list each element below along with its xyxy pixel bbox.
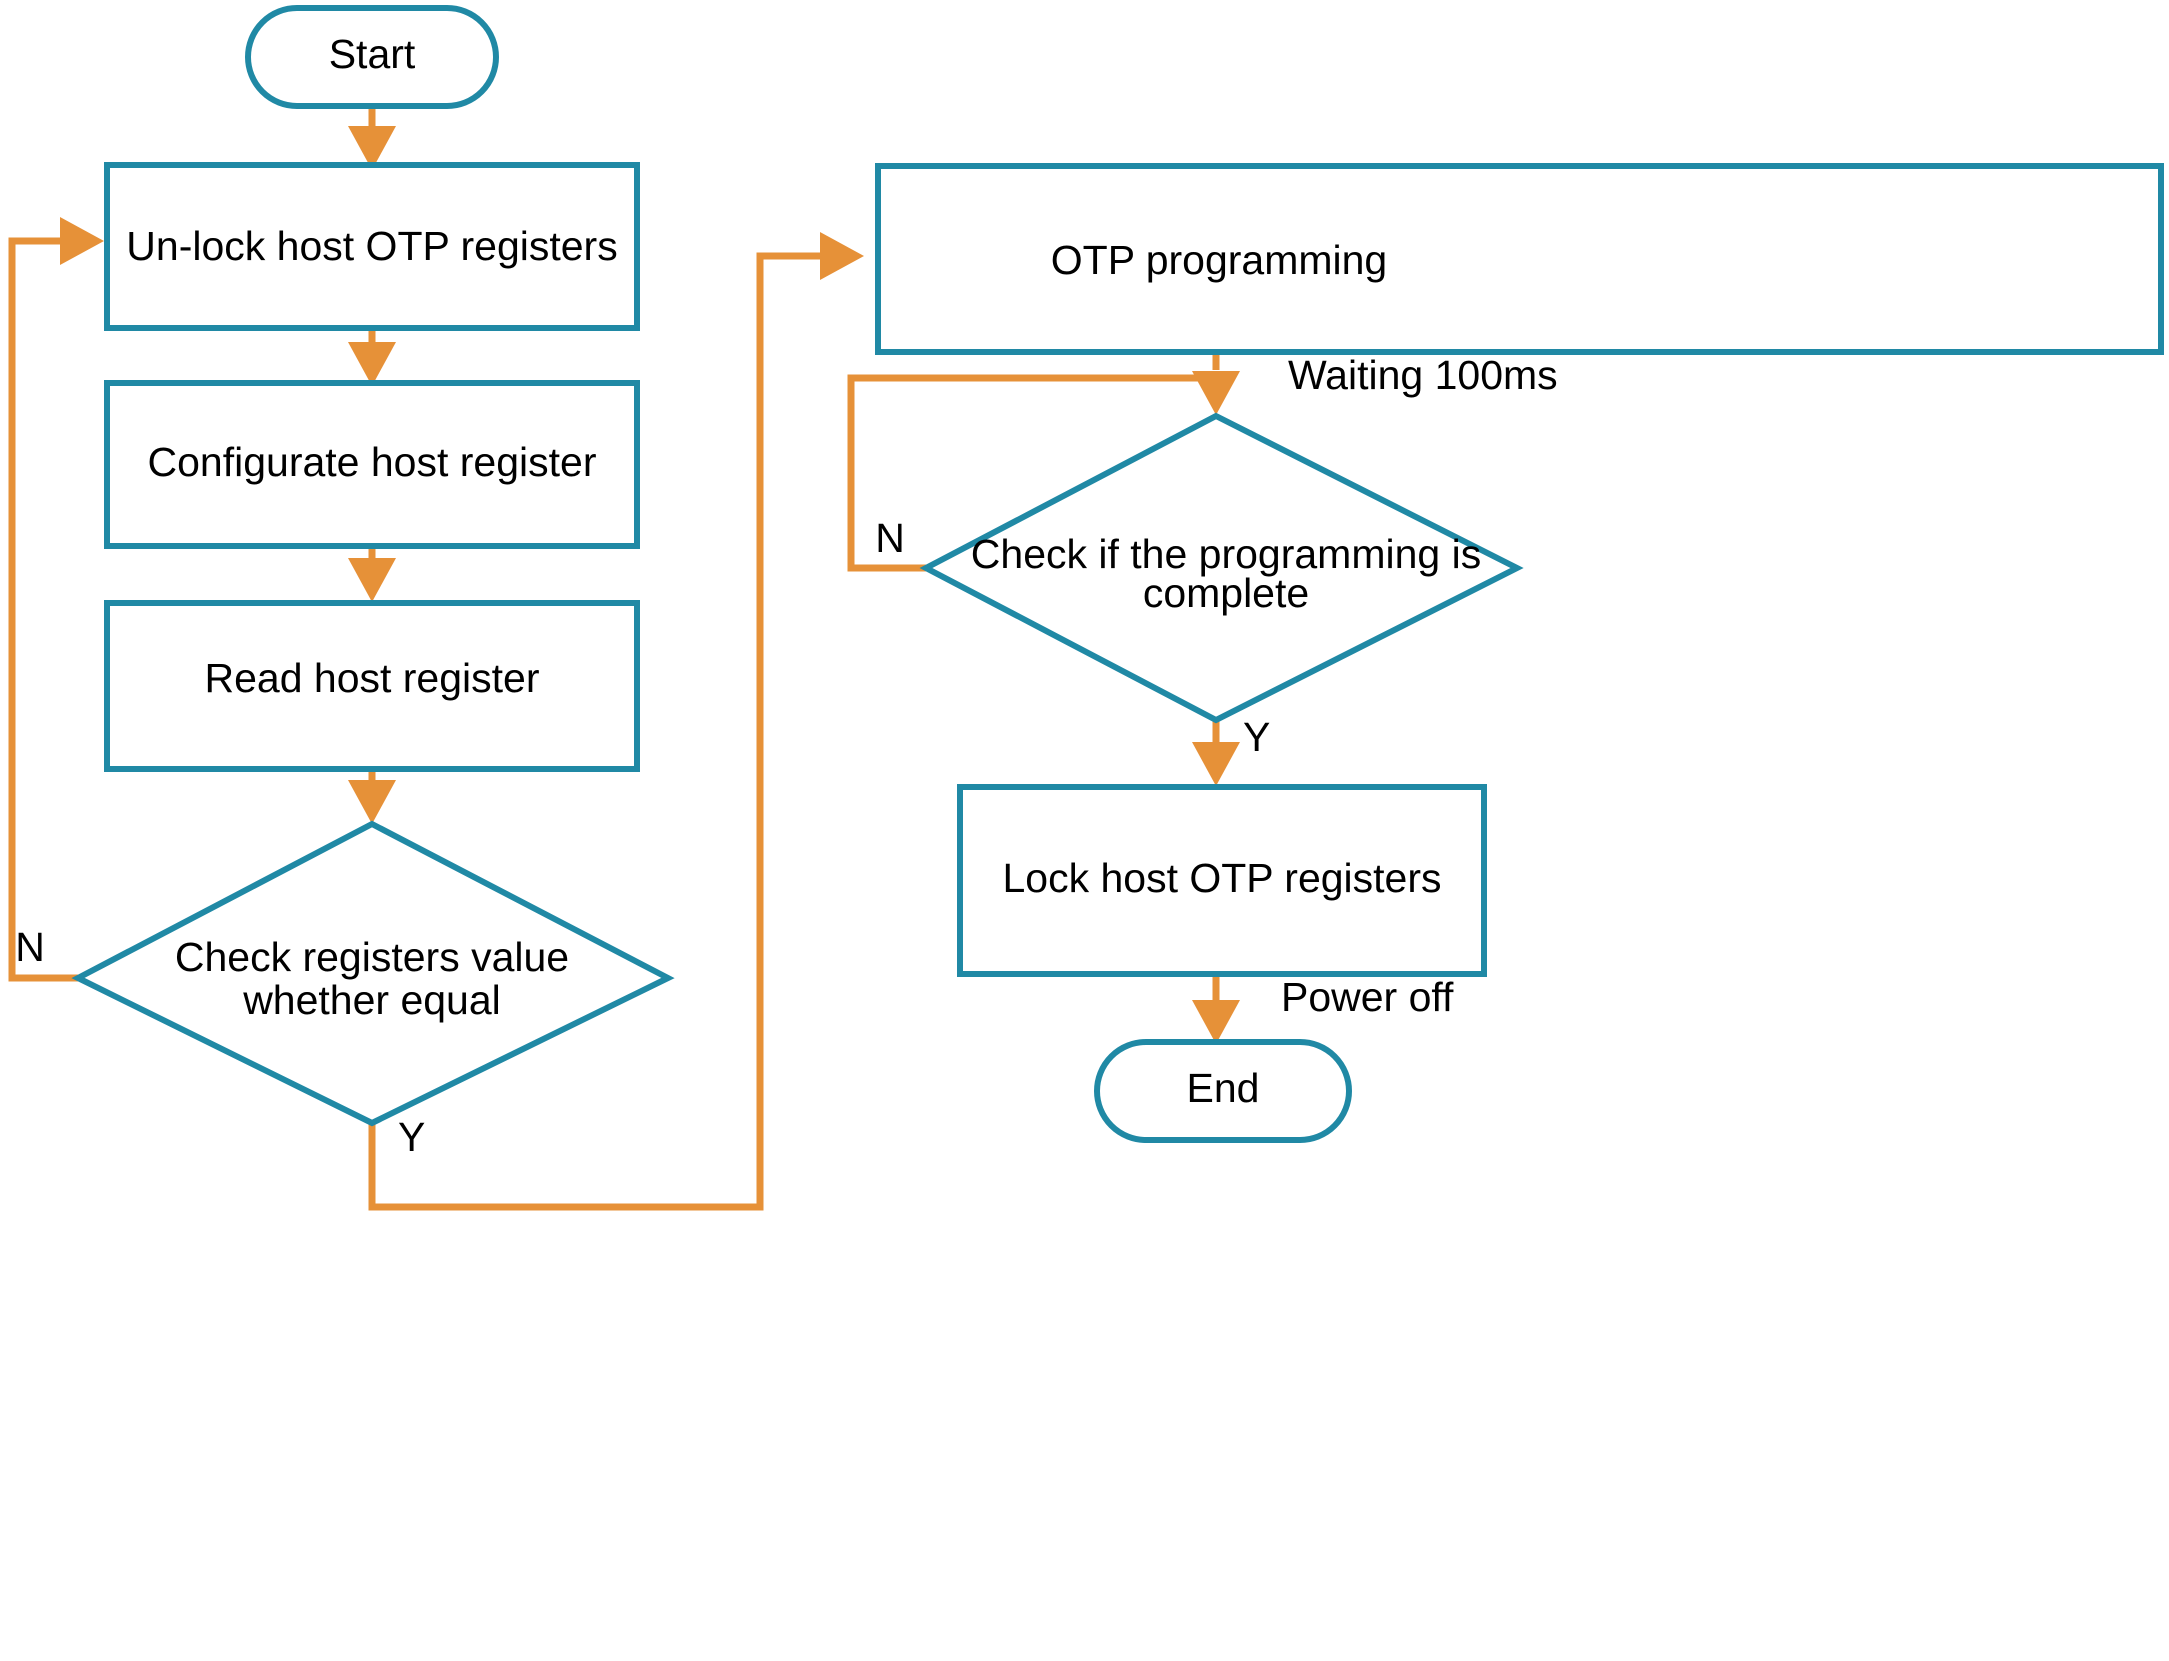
node-start[interactable]: Start xyxy=(245,5,499,109)
node-check-done-label-line2: complete xyxy=(1143,570,1309,616)
node-end-label: End xyxy=(1187,1065,1260,1111)
node-check-equal-label-line2: whether equal xyxy=(242,977,501,1023)
edge-label-waiting-100ms: Waiting 100ms xyxy=(1288,352,1558,398)
connector-otp-to-check-done xyxy=(1192,352,1240,415)
connector-start-to-unlock xyxy=(348,105,396,170)
node-check-equal-label-line1: Check registers value xyxy=(175,934,569,980)
node-read-host-register[interactable]: Read host register xyxy=(104,600,640,772)
node-unlock-label: Un-lock host OTP registers xyxy=(126,223,617,269)
node-otp-programming[interactable]: OTP programming xyxy=(875,163,2164,355)
connector-check-done-yes-to-lock xyxy=(1192,718,1240,786)
node-check-programming-complete[interactable]: Check if the programming is complete xyxy=(919,412,1524,724)
connector-configurate-to-read xyxy=(348,546,396,602)
node-lock-host-otp-registers[interactable]: Lock host OTP registers xyxy=(957,784,1487,977)
node-lock-label: Lock host OTP registers xyxy=(1002,855,1441,901)
node-unlock-host-otp-registers[interactable]: Un-lock host OTP registers xyxy=(104,162,640,331)
edge-label-power-off: Power off xyxy=(1281,974,1454,1020)
connector-read-to-check-equal xyxy=(348,768,396,824)
edge-label-check-equal-yes: Y xyxy=(398,1114,425,1160)
node-check-done-label-line1: Check if the programming is xyxy=(971,531,1481,577)
node-otp-programming-label: OTP programming xyxy=(1051,237,1387,283)
node-end[interactable]: End xyxy=(1094,1039,1352,1143)
connector-check-done-no-loop xyxy=(847,374,1216,572)
node-start-label: Start xyxy=(329,31,416,77)
edge-label-check-done-no: N xyxy=(875,515,905,561)
node-check-registers-value[interactable]: Check registers value whether equal xyxy=(71,820,675,1127)
connector-lock-to-end xyxy=(1192,974,1240,1044)
node-read-label: Read host register xyxy=(204,655,539,701)
connector-check-equal-no-loop xyxy=(8,217,104,982)
node-configurate-host-register[interactable]: Configurate host register xyxy=(104,380,640,549)
connector-unlock-to-configurate xyxy=(348,328,396,386)
edge-label-check-done-yes: Y xyxy=(1243,714,1270,760)
connector-check-equal-yes-to-otp xyxy=(368,232,864,1211)
edge-label-check-equal-no: N xyxy=(15,924,45,970)
node-configurate-label: Configurate host register xyxy=(148,439,597,485)
